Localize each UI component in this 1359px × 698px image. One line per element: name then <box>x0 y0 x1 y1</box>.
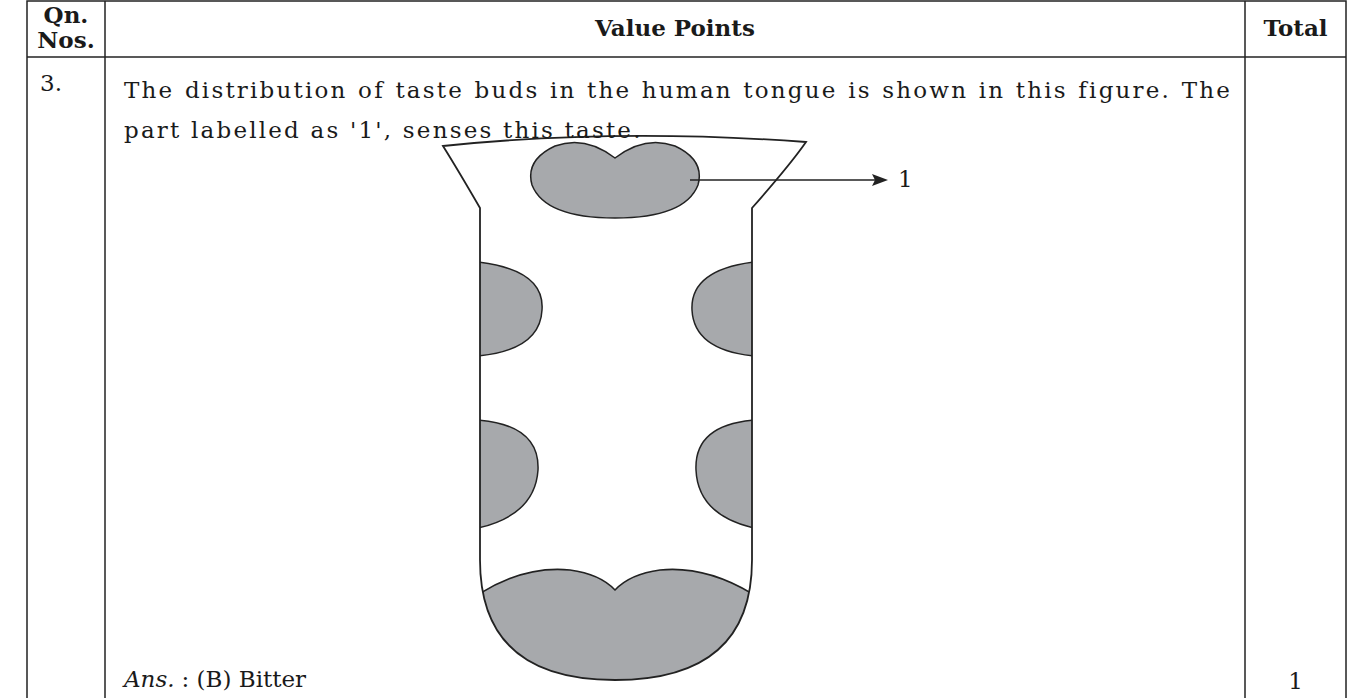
answer-line: Ans. : (B) Bitter <box>124 666 306 694</box>
column-header: Qn. Nos. <box>32 2 100 53</box>
answer-prefix: Ans. <box>124 666 175 692</box>
column-header: Total <box>1245 14 1346 42</box>
column-header: Value Points <box>105 14 1245 42</box>
table-grid <box>27 1 1346 698</box>
question-text: The distribution of taste buds in the hu… <box>124 70 1232 150</box>
taste-zones <box>470 142 762 698</box>
leader-arrow <box>690 174 888 186</box>
question-number: 3. <box>40 70 100 98</box>
callout-number: 1 <box>898 166 938 194</box>
mark-total: 1 <box>1245 668 1346 696</box>
tongue-outline <box>443 136 806 680</box>
answer-text: : (B) Bitter <box>182 666 307 692</box>
